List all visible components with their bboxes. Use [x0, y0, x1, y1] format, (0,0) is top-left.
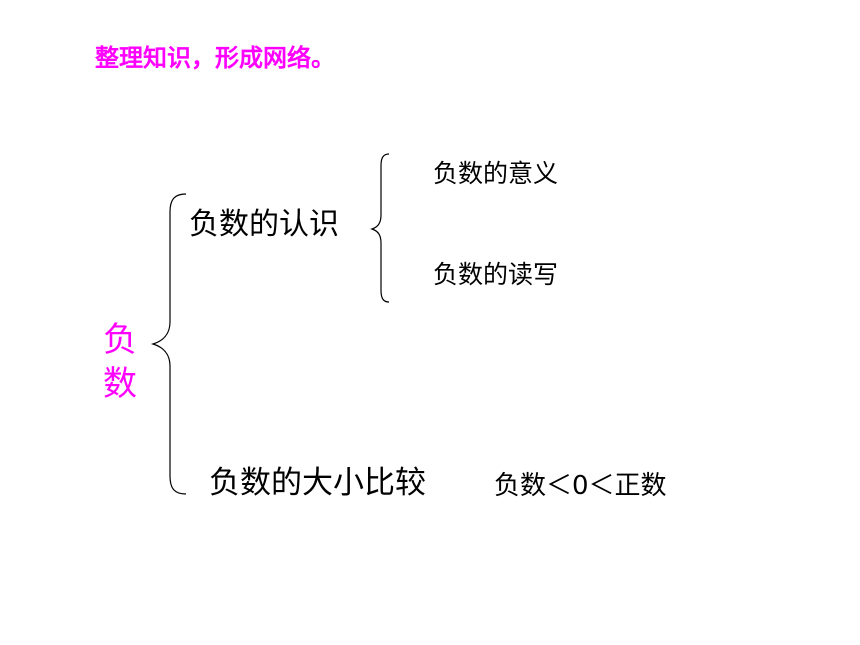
- comparison-note: 负数＜0＜正数: [494, 471, 667, 501]
- sub-brace: [370, 153, 390, 303]
- branch-label-recognition: 负数的认识: [189, 207, 339, 242]
- branch-label-comparison: 负数的大小比较: [209, 465, 426, 501]
- root-node-label: 负 数: [100, 318, 140, 406]
- root-char-2: 数: [103, 364, 137, 404]
- main-brace: [150, 193, 187, 495]
- root-char-1: 负: [103, 320, 137, 360]
- leaf-label-meaning: 负数的意义: [433, 159, 559, 188]
- page-heading: 整理知识，形成网络。: [95, 44, 335, 72]
- leaf-label-reading-writing: 负数的读写: [433, 260, 559, 289]
